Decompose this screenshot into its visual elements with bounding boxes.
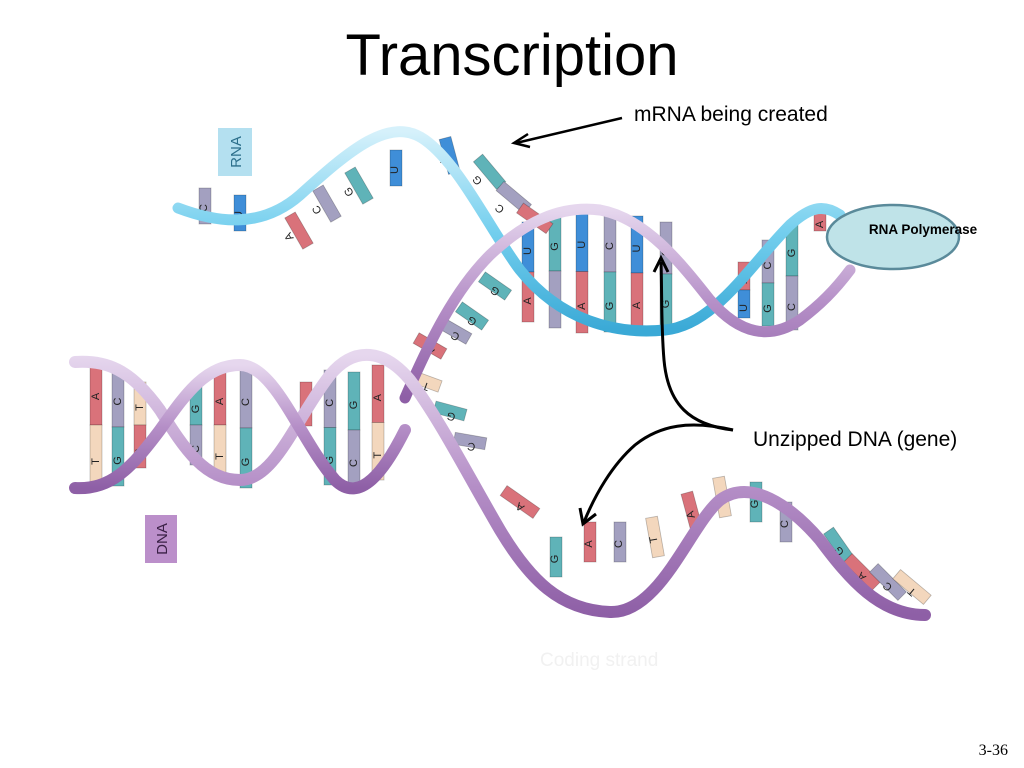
left-helix-letter-top-1: C — [112, 397, 124, 405]
coding-letter-7: G — [749, 500, 761, 509]
coding-letter-8: C — [779, 520, 791, 528]
coding-base-11 — [869, 563, 907, 601]
template-base-0 — [477, 271, 513, 301]
rna-tag-box — [218, 128, 252, 176]
left-helix-letter-top-3: G — [190, 405, 202, 414]
hybrid-letter-top-7: C — [762, 261, 774, 269]
left-helix-letter-top-5: C — [240, 398, 252, 406]
hybrid-letter-top-8: G — [786, 249, 798, 258]
rna-tag-label: RNA — [228, 136, 245, 168]
hybrid-letter-bottom-4: A — [631, 301, 643, 309]
slide-number: 3-36 — [978, 742, 1008, 759]
hybrid-letter-top-1: G — [549, 242, 561, 251]
coding-letter-1: G — [549, 555, 561, 564]
hybrid-letter-bottom-8: C — [786, 303, 798, 311]
left-helix-letter-bottom-8: C — [348, 459, 360, 467]
rna-single-base-5 — [389, 149, 403, 187]
hybrid-base-bottom-6 — [737, 289, 751, 319]
mrna-arrowhead — [510, 132, 531, 149]
left-helix-letter-top-0: A — [90, 392, 102, 400]
unzipped-dna-label: Unzipped DNA (gene) — [753, 428, 958, 451]
dna-left-strand-b — [69, 358, 411, 495]
rna-polymerase-shape — [825, 203, 961, 271]
left-helix-letter-bottom-5: G — [240, 458, 252, 467]
coding-base-4 — [645, 515, 665, 559]
left-helix-letter-bottom-1: G — [112, 456, 124, 465]
coding-base-0 — [499, 485, 541, 519]
coding-letter-2: A — [583, 540, 595, 548]
left-helix-base-top-4 — [213, 369, 227, 426]
hybrid-base-top-2 — [575, 209, 589, 272]
coding-letter-4: T — [648, 535, 661, 544]
left-helix-letter-top-4: A — [214, 397, 226, 405]
hybrid-letter-top-3: C — [604, 242, 616, 250]
left-helix-letter-bottom-7: G — [324, 456, 336, 465]
left-helix-letter-bottom-9: T — [372, 452, 384, 459]
hybrid-letter-top-2: U — [576, 241, 588, 249]
unzipped-arrowhead-down — [578, 507, 597, 527]
left-helix-letter-top-9: A — [372, 393, 384, 401]
rna-single-letter-5: U — [389, 166, 401, 174]
template-letter-6: C — [466, 439, 476, 452]
hybrid-letter-bottom-5: G — [660, 300, 672, 309]
coding-base-12 — [892, 568, 932, 606]
left-helix-letter-bottom-0: T — [90, 458, 102, 465]
rna-single-letter-8: C — [493, 201, 507, 215]
rna-polymerase-label: RNA Polymerase — [869, 222, 978, 237]
hybrid-letter-top-4: U — [631, 244, 643, 252]
slide-title: Transcription — [345, 23, 679, 88]
left-helix-base-top-9 — [371, 364, 385, 423]
hybrid-letter-bottom-3: G — [604, 302, 616, 311]
left-helix-letter-top-2: T — [134, 404, 146, 411]
left-helix-letter-bottom-4: T — [214, 453, 226, 460]
strand-ribbons — [69, 126, 931, 621]
unzipped-arrowhead-up — [652, 254, 670, 273]
left-helix-base-top-5 — [239, 367, 253, 429]
rna-single-letter-0: C — [198, 204, 210, 212]
left-helix-base-top-0 — [89, 359, 103, 426]
left-helix-letter-top-8: G — [348, 401, 360, 410]
mrna-strand — [172, 126, 846, 337]
coding-letter-3: C — [613, 540, 625, 548]
hybrid-letter-bottom-0: A — [522, 297, 534, 305]
template-base-1 — [454, 301, 490, 331]
left-helix-letter-top-7: C — [324, 399, 336, 407]
coding-strand-label: Coding strand — [540, 650, 659, 671]
hybrid-letter-top-0: U — [522, 247, 534, 255]
rna-single-letter-7: G — [470, 173, 485, 187]
coding-base-2 — [583, 521, 597, 563]
coding-letter-5: A — [684, 509, 698, 520]
dna-left-strand-a — [69, 348, 931, 621]
hybrid-base-bottom-4 — [630, 272, 644, 331]
callout-arrows — [510, 116, 734, 527]
left-helix-base-bottom-8 — [347, 429, 361, 489]
rna-single-base-2 — [284, 211, 314, 250]
hybrid-letter-top-9: A — [814, 220, 826, 228]
left-helix-letter-bottom-3: C — [190, 445, 202, 453]
coding-base-1 — [549, 536, 563, 578]
rna-single-base-3 — [312, 184, 342, 223]
hybrid-letter-bottom-7: G — [762, 304, 774, 313]
hybrid-letter-bottom-2: A — [576, 302, 588, 310]
hybrid-base-top-3 — [603, 211, 617, 273]
unzipped-arrow-down — [582, 423, 734, 523]
mrna-label: mRNA being created — [634, 103, 828, 126]
mrna-arrow — [515, 116, 623, 145]
dna-tag-box — [145, 515, 177, 563]
dna-tag-label: DNA — [154, 523, 171, 555]
dna-template-strand — [399, 203, 856, 404]
template-letter-4: T — [421, 379, 432, 393]
coding-base-3 — [613, 521, 627, 563]
unzipped-arrow-up — [659, 261, 734, 432]
rna-single-base-4 — [344, 166, 374, 205]
template-letter-5: G — [446, 409, 457, 423]
hybrid-letter-bottom-6: U — [738, 304, 750, 312]
